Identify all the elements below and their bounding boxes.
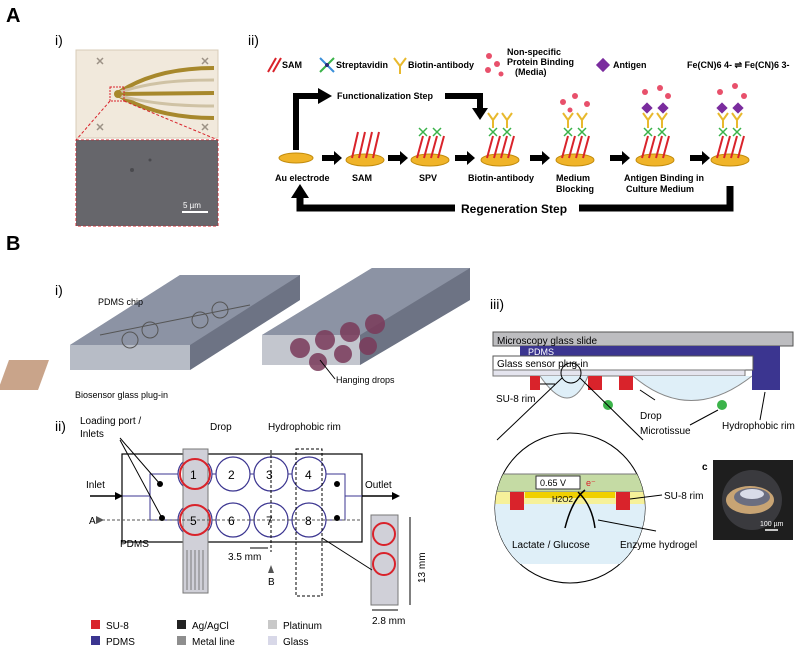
- label-hanging-drops: Hanging drops: [336, 375, 395, 385]
- label-enzyme-hydrogel: Enzyme hydrogel: [620, 540, 697, 551]
- drop-number-7: 7: [266, 514, 273, 528]
- step-antigen-binding: Antigen Binding in: [624, 173, 704, 183]
- label-biosensor-plugin: Biosensor glass plug-in: [75, 390, 168, 400]
- label-outlet: Outlet: [365, 480, 392, 491]
- panel-b-legend: SU-8 Ag/AgCl Platinum PDMS Metal line Gl…: [91, 620, 322, 648]
- step-spv: SPV: [419, 173, 437, 183]
- drop-number-1: 1: [190, 468, 197, 482]
- drop-number-6: 6: [228, 514, 235, 528]
- chip-photo: [75, 49, 219, 139]
- pdms-chip-3d: [0, 275, 300, 390]
- legend-swatch-agagcl: [177, 620, 186, 629]
- panel-b-label: B: [6, 233, 20, 255]
- legend-nonspecific-2: Protein Binding: [507, 57, 574, 67]
- legend-swatch-glass: [268, 636, 277, 645]
- legend-agagcl: Ag/AgCl: [192, 621, 229, 632]
- label-voltage: 0.65 V: [540, 478, 566, 488]
- label-glass-sensor-plugin: Glass sensor plug-in: [497, 359, 588, 370]
- legend-su8: SU-8: [106, 621, 129, 632]
- sem-image: 5 µm: [75, 139, 219, 227]
- legend-pdms: PDMS: [106, 637, 135, 648]
- legend-swatch-metal-line: [177, 636, 186, 645]
- drop-number-4: 4: [305, 468, 312, 482]
- antibody-icon: [393, 57, 407, 74]
- label-su8-rim-zoom: SU-8 rim: [664, 491, 703, 502]
- legend-swatch-su8: [91, 620, 100, 629]
- label-drop-iii: Drop: [640, 411, 662, 422]
- nonspecific-protein-icon: [485, 53, 504, 77]
- label-pdms-iii: PDMS: [528, 347, 554, 357]
- label-dim-2-8mm: 2.8 mm: [372, 616, 405, 627]
- legend-nonspecific-3: (Media): [515, 67, 547, 77]
- label-hydrophobic-rim-iii: Hydrophobic rim: [722, 421, 795, 432]
- label-inlet: Inlet: [86, 480, 105, 491]
- label-lactate-glucose: Lactate / Glucose: [512, 540, 590, 551]
- label-h2o2: H2O2: [552, 495, 573, 504]
- legend-sam: SAM: [282, 60, 302, 70]
- step-sam: SAM: [352, 173, 372, 183]
- label-glass-slide: Microscopy glass slide: [497, 336, 597, 347]
- antigen-icon: [595, 57, 611, 73]
- label-pdms-chip: PDMS chip: [98, 297, 143, 307]
- label-microtissue: Microtissue: [640, 426, 691, 437]
- cross-section: [492, 331, 794, 441]
- panel-a-label: A: [6, 5, 20, 27]
- label-dim-13mm: 13 mm: [417, 552, 428, 583]
- step-biotin-antibody: Biotin-antibody: [468, 173, 534, 183]
- label-electron: e⁻: [586, 478, 596, 488]
- step-medium: Medium: [556, 173, 590, 183]
- legend-redox: Fe(CN)6 4- ⇌ Fe(CN)6 3-: [687, 60, 790, 70]
- drop-number-5: 5: [190, 514, 197, 528]
- label-su8-rim: SU-8 rim: [496, 394, 535, 405]
- legend-metal-line: Metal line: [192, 637, 235, 648]
- legend-nonspecific-1: Non-specific: [507, 47, 561, 57]
- label-inlets: Inlets: [80, 429, 104, 440]
- panel-b-iii-label: iii): [490, 296, 504, 312]
- legend-antigen: Antigen: [613, 60, 647, 70]
- electrode-sequence: [278, 83, 750, 167]
- panel-a-legend: SAM Streptavidin Biotin-antibody Non-spe…: [267, 47, 790, 77]
- label-c: c: [702, 462, 708, 473]
- sem-scale-bar: 5 µm: [183, 201, 201, 210]
- legend-streptavidin: Streptavidin: [336, 60, 388, 70]
- functionalization-step-label: Functionalization Step: [337, 91, 434, 101]
- regeneration-step-label: Regeneration Step: [461, 202, 567, 216]
- label-loading-port: Loading port /: [80, 416, 141, 427]
- step-blocking: Blocking: [556, 184, 594, 194]
- drop-number-8: 8: [305, 514, 312, 528]
- functionalization-arrow: [293, 88, 488, 150]
- legend-platinum: Platinum: [283, 621, 322, 632]
- label-100um: 100 µm: [760, 521, 784, 528]
- microscope-photo: [713, 460, 793, 540]
- zoom-detail: [494, 432, 663, 584]
- streptavidin-icon: [319, 57, 335, 73]
- panel-a-ii-label: ii): [248, 32, 259, 48]
- drop-number-2: 2: [228, 468, 235, 482]
- step-culture-medium: Culture Medium: [626, 184, 694, 194]
- legend-biotin-antibody: Biotin-antibody: [408, 60, 474, 70]
- hanging-drops-chip-3d: [262, 268, 470, 371]
- label-hydrophobic-rim: Hydrophobic rim: [268, 422, 341, 433]
- label-b: B: [268, 577, 275, 588]
- legend-glass: Glass: [283, 637, 309, 648]
- top-view-chip: [90, 437, 411, 611]
- label-pdms: PDMS: [120, 539, 149, 550]
- legend-swatch-pdms: [91, 636, 100, 645]
- panel-a-i-label: i): [55, 32, 63, 48]
- panel-b-ii-label: ii): [55, 418, 66, 434]
- label-dim-3-5mm: 3.5 mm: [228, 552, 261, 563]
- drop-number-3: 3: [266, 468, 273, 482]
- legend-swatch-platinum: [268, 620, 277, 629]
- label-drop: Drop: [210, 422, 232, 433]
- step-au-electrode: Au electrode: [275, 173, 330, 183]
- label-a: A: [89, 516, 96, 527]
- panel-b-i-label: i): [55, 282, 63, 298]
